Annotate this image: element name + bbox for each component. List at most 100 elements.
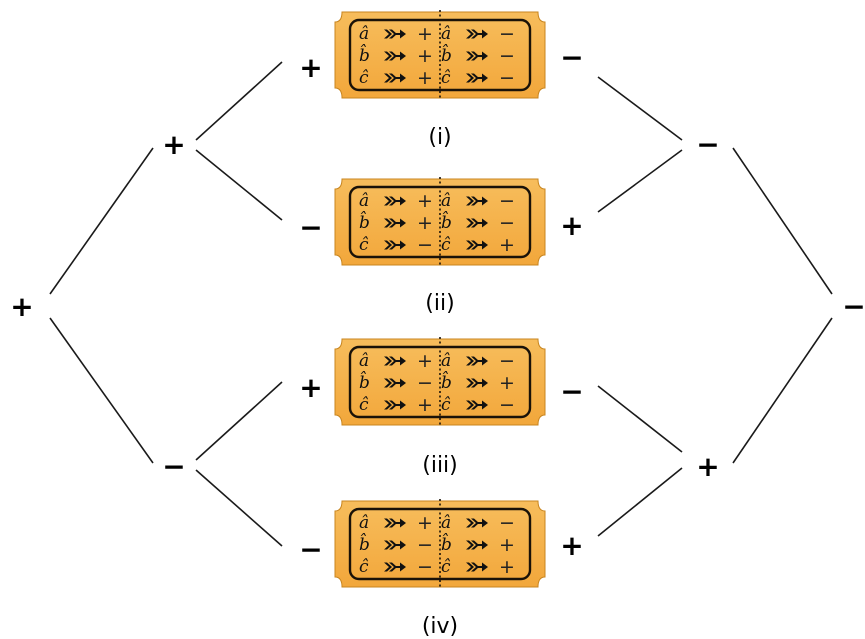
outcome-sign: + xyxy=(417,190,433,212)
feathered-arrow-icon xyxy=(466,562,488,572)
outcome-sign: + xyxy=(499,556,515,578)
feathered-arrow-icon xyxy=(466,540,488,550)
ticket-left-half: â+b̂−ĉ+ xyxy=(357,350,441,416)
left-upper-sign: + xyxy=(162,128,186,161)
outcome-sign: + xyxy=(417,212,433,234)
variable-label: â xyxy=(441,191,452,211)
edge-right-lower-to-root xyxy=(732,317,833,464)
ticket-right-half: â−b̂+ĉ− xyxy=(439,350,523,416)
variable-label: b̂ xyxy=(359,535,370,555)
ticket-i: â+b̂+ĉ+â−b̂−ĉ− xyxy=(332,9,548,101)
t2-right-sign: + xyxy=(560,209,584,242)
ticket-iii-label: (iii) xyxy=(422,453,458,478)
ticket-row: â+ xyxy=(357,23,441,45)
edge-root-left-to-lower xyxy=(49,317,154,464)
feathered-arrow-icon xyxy=(466,51,488,61)
outcome-sign: + xyxy=(417,512,433,534)
ticket-right-half: â−b̂−ĉ− xyxy=(439,23,523,89)
feathered-arrow-icon xyxy=(466,29,488,39)
feathered-arrow-icon xyxy=(466,240,488,250)
ticket-row: b̂− xyxy=(439,212,523,234)
feathered-arrow-icon xyxy=(384,218,406,228)
root-left-sign: + xyxy=(10,290,34,323)
ticket-row: â− xyxy=(439,190,523,212)
ticket-row: â− xyxy=(439,23,523,45)
edge-left-upper-to-t1 xyxy=(195,61,283,141)
outcome-sign: − xyxy=(499,67,515,89)
t1-left-sign: + xyxy=(299,51,323,84)
outcome-sign: − xyxy=(499,394,515,416)
t3-left-sign: + xyxy=(299,371,323,404)
feathered-arrow-icon xyxy=(466,518,488,528)
variable-label: â xyxy=(359,351,370,371)
feathered-arrow-icon xyxy=(466,73,488,83)
outcome-sign: − xyxy=(499,512,515,534)
ticket-row: ĉ− xyxy=(357,234,441,256)
outcome-sign: + xyxy=(417,45,433,67)
variable-label: b̂ xyxy=(359,373,370,393)
outcome-sign: + xyxy=(499,234,515,256)
variable-label: ĉ xyxy=(359,235,369,255)
outcome-sign: + xyxy=(417,67,433,89)
outcome-sign: + xyxy=(417,350,433,372)
ticket-row: â+ xyxy=(357,190,441,212)
variable-label: b̂ xyxy=(359,213,370,233)
outcome-sign: − xyxy=(499,23,515,45)
edge-t1-to-right-upper xyxy=(597,76,683,141)
ticket-iii: â+b̂−ĉ+â−b̂+ĉ− xyxy=(332,336,548,428)
variable-label: ĉ xyxy=(359,395,369,415)
outcome-sign: + xyxy=(417,394,433,416)
edge-left-lower-to-t3 xyxy=(195,381,283,461)
ticket-row: b̂ + xyxy=(357,212,441,234)
feathered-arrow-icon xyxy=(384,51,406,61)
variable-label: â xyxy=(359,191,370,211)
ticket-left-half: â+b̂−ĉ− xyxy=(357,512,441,578)
feathered-arrow-icon xyxy=(384,240,406,250)
variable-label: â xyxy=(441,24,452,44)
outcome-sign: − xyxy=(499,350,515,372)
variable-label: b̂ xyxy=(359,46,370,66)
variable-label: b̂ xyxy=(441,213,452,233)
ticket-left-half: â+b̂+ĉ− xyxy=(357,190,441,256)
ticket-row: â− xyxy=(439,512,523,534)
feathered-arrow-icon xyxy=(384,73,406,83)
ticket-right-half: â−b̂−ĉ+ xyxy=(439,190,523,256)
root-right-sign: − xyxy=(842,290,865,323)
variable-label: ĉ xyxy=(441,557,451,577)
variable-label: ĉ xyxy=(441,395,451,415)
ticket-ii: â+b̂+ĉ−â−b̂−ĉ+ xyxy=(332,176,548,268)
ticket-row: â+ xyxy=(357,512,441,534)
ticket-row: ĉ− xyxy=(357,556,441,578)
variable-label: â xyxy=(441,513,452,533)
ticket-row: â+ xyxy=(357,350,441,372)
ticket-right-half: â−b̂+ĉ+ xyxy=(439,512,523,578)
feathered-arrow-icon xyxy=(384,400,406,410)
ticket-iv-label: (iv) xyxy=(421,614,459,639)
variable-label: b̂ xyxy=(441,373,452,393)
t2-left-sign: − xyxy=(299,211,323,244)
feathered-arrow-icon xyxy=(466,356,488,366)
left-lower-sign: − xyxy=(162,450,186,483)
t4-right-sign: + xyxy=(560,529,584,562)
ticket-row: b̂+ xyxy=(439,372,523,394)
variable-label: â xyxy=(441,351,452,371)
ticket-row: b̂− xyxy=(439,45,523,67)
feathered-arrow-icon xyxy=(466,196,488,206)
ticket-row: ĉ+ xyxy=(357,67,441,89)
ticket-row: ĉ+ xyxy=(439,556,523,578)
outcome-sign: − xyxy=(417,534,433,556)
ticket-row: b̂ − xyxy=(357,534,441,556)
feathered-arrow-icon xyxy=(384,562,406,572)
feathered-arrow-icon xyxy=(384,356,406,366)
ticket-row: ĉ− xyxy=(439,67,523,89)
variable-label: â xyxy=(359,513,370,533)
variable-label: ĉ xyxy=(441,235,451,255)
t4-left-sign: − xyxy=(299,533,323,566)
right-upper-sign: − xyxy=(696,128,720,161)
ticket-row: b̂− xyxy=(357,372,441,394)
ticket-row: ĉ− xyxy=(439,394,523,416)
ticket-row: b̂ + xyxy=(357,45,441,67)
outcome-sign: − xyxy=(499,190,515,212)
